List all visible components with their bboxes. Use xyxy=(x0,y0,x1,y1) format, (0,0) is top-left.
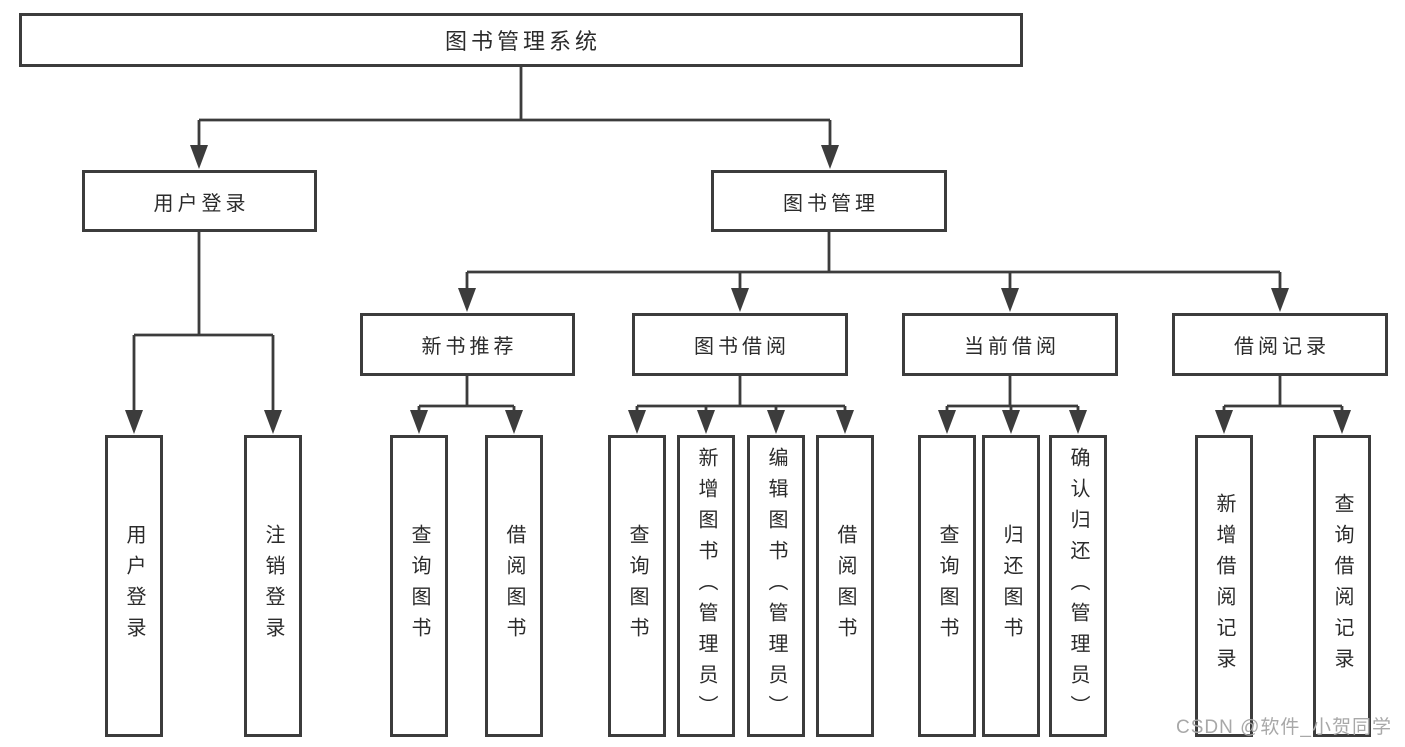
arrowhead xyxy=(458,288,476,312)
connector-user-login-to-leaves xyxy=(132,232,275,412)
arrowhead xyxy=(125,410,143,434)
connector-book-borrow-to-leaves xyxy=(635,376,847,413)
leaf-cb-return-books-label: 归还图书 xyxy=(1000,524,1022,648)
leaf-bb-borrow-books: 借阅图书 xyxy=(816,435,874,737)
arrowhead xyxy=(264,410,282,434)
node-current-borrowing: 当前借阅 xyxy=(902,313,1118,376)
arrowhead xyxy=(731,288,749,312)
leaf-rec-query-record: 查询借阅记录 xyxy=(1313,435,1371,737)
leaf-bb-borrow-books-label: 借阅图书 xyxy=(834,524,856,648)
node-book-management-label: 图书管理 xyxy=(783,192,879,215)
arrowheads xyxy=(125,145,1351,434)
node-new-book-recommend-label: 新书推荐 xyxy=(421,336,518,358)
connector-book-mgmt-to-level2 xyxy=(465,232,1282,291)
node-current-borrowing-label: 当前借阅 xyxy=(964,336,1060,358)
leaf-bb-add-books-admin: 新增图书（管理员） xyxy=(677,435,735,737)
csdn-watermark: CSDN @软件_小贺同学 xyxy=(1176,717,1392,738)
node-user-login-label: 用户登录 xyxy=(153,192,250,215)
connector-root-to-level1 xyxy=(197,67,832,148)
arrowhead xyxy=(938,410,956,434)
leaf-nb-borrow-books-label: 借阅图书 xyxy=(503,524,525,648)
arrowhead xyxy=(697,410,715,434)
arrowhead xyxy=(505,410,523,434)
leaf-bb-add-books-admin-label: 新增图书（管理员） xyxy=(695,446,717,726)
node-borrow-records-label: 借阅记录 xyxy=(1234,336,1330,358)
node-root-library-system: 图书管理系统 xyxy=(19,13,1023,67)
leaf-nb-borrow-books: 借阅图书 xyxy=(485,435,543,737)
connector-records-to-leaves xyxy=(1222,376,1344,413)
leaf-rec-add-record: 新增借阅记录 xyxy=(1195,435,1253,737)
arrowhead xyxy=(1069,410,1087,434)
node-root-label: 图书管理系统 xyxy=(444,29,601,54)
arrowhead xyxy=(1271,288,1289,312)
node-book-borrowing: 图书借阅 xyxy=(632,313,848,376)
arrowhead xyxy=(1002,410,1020,434)
arrowhead xyxy=(821,145,839,169)
arrowhead xyxy=(628,410,646,434)
arrowhead xyxy=(410,410,428,434)
leaf-nb-query-books: 查询图书 xyxy=(390,435,448,737)
node-user-login: 用户登录 xyxy=(82,170,317,232)
leaf-cb-confirm-return-admin-label: 确认归还（管理员） xyxy=(1067,446,1089,726)
leaf-cb-confirm-return-admin: 确认归还（管理员） xyxy=(1049,435,1107,737)
node-book-management: 图书管理 xyxy=(711,170,947,232)
node-book-borrowing-label: 图书借阅 xyxy=(694,336,790,358)
leaf-cb-query-books-label: 查询图书 xyxy=(936,524,958,648)
leaf-cb-query-books: 查询图书 xyxy=(918,435,976,737)
connector-current-borrow-to-leaves xyxy=(945,376,1080,413)
leaf-logout-label: 注销登录 xyxy=(262,524,284,648)
node-borrow-records: 借阅记录 xyxy=(1172,313,1388,376)
connector-new-books-to-leaves xyxy=(417,376,516,413)
leaf-bb-query-books-label: 查询图书 xyxy=(626,524,648,648)
leaf-bb-query-books: 查询图书 xyxy=(608,435,666,737)
arrowhead xyxy=(836,410,854,434)
arrowhead xyxy=(1333,410,1351,434)
leaf-bb-edit-books-admin-label: 编辑图书（管理员） xyxy=(765,446,787,726)
arrowhead xyxy=(1001,288,1019,312)
arrowhead xyxy=(190,145,208,169)
leaf-rec-query-record-label: 查询借阅记录 xyxy=(1331,493,1353,679)
leaf-logout: 注销登录 xyxy=(244,435,302,737)
leaf-cb-return-books: 归还图书 xyxy=(982,435,1040,737)
leaf-user-login-label: 用户登录 xyxy=(123,524,145,648)
leaf-rec-add-record-label: 新增借阅记录 xyxy=(1213,493,1235,679)
leaf-nb-query-books-label: 查询图书 xyxy=(408,524,430,648)
leaf-user-login: 用户登录 xyxy=(105,435,163,737)
arrowhead xyxy=(1215,410,1233,434)
leaf-bb-edit-books-admin: 编辑图书（管理员） xyxy=(747,435,805,737)
arrowhead xyxy=(767,410,785,434)
node-new-book-recommend: 新书推荐 xyxy=(360,313,575,376)
